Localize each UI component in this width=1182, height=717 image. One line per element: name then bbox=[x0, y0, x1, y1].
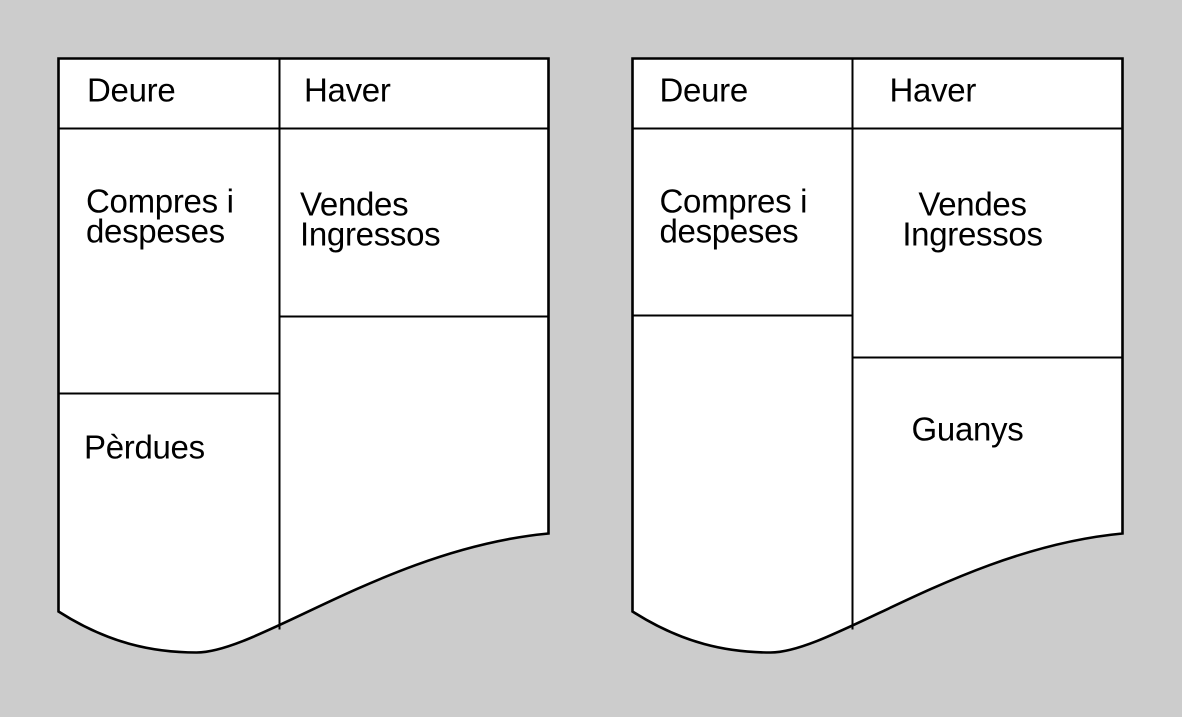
t-account-diagram-right: Deure Haver Compres i despeses Vendes In… bbox=[631, 57, 1124, 654]
debit-header-label: Deure bbox=[660, 72, 748, 109]
credit-top-label-line2: Ingressos bbox=[902, 216, 1042, 253]
credit-bottom-label: Guanys bbox=[912, 411, 1024, 448]
account-outline bbox=[631, 57, 1124, 654]
credit-top-label-line2: Ingressos bbox=[300, 216, 440, 253]
account-outline bbox=[57, 57, 550, 654]
credit-top-label-line1: Vendes bbox=[918, 186, 1026, 223]
credit-header-label: Haver bbox=[890, 72, 977, 109]
credit-top-label-line1: Vendes bbox=[300, 186, 408, 223]
t-account-diagram-left: Deure Haver Compres i despeses Vendes In… bbox=[57, 57, 550, 654]
debit-top-label-line1: Compres i bbox=[86, 183, 234, 220]
debit-bottom-label: Pèrdues bbox=[84, 429, 205, 466]
credit-header-label: Haver bbox=[304, 72, 391, 109]
debit-top-label-line2: despeses bbox=[660, 213, 799, 250]
debit-top-label-line2: despeses bbox=[86, 213, 225, 250]
debit-top-label-line1: Compres i bbox=[660, 183, 808, 220]
debit-header-label: Deure bbox=[87, 72, 175, 109]
